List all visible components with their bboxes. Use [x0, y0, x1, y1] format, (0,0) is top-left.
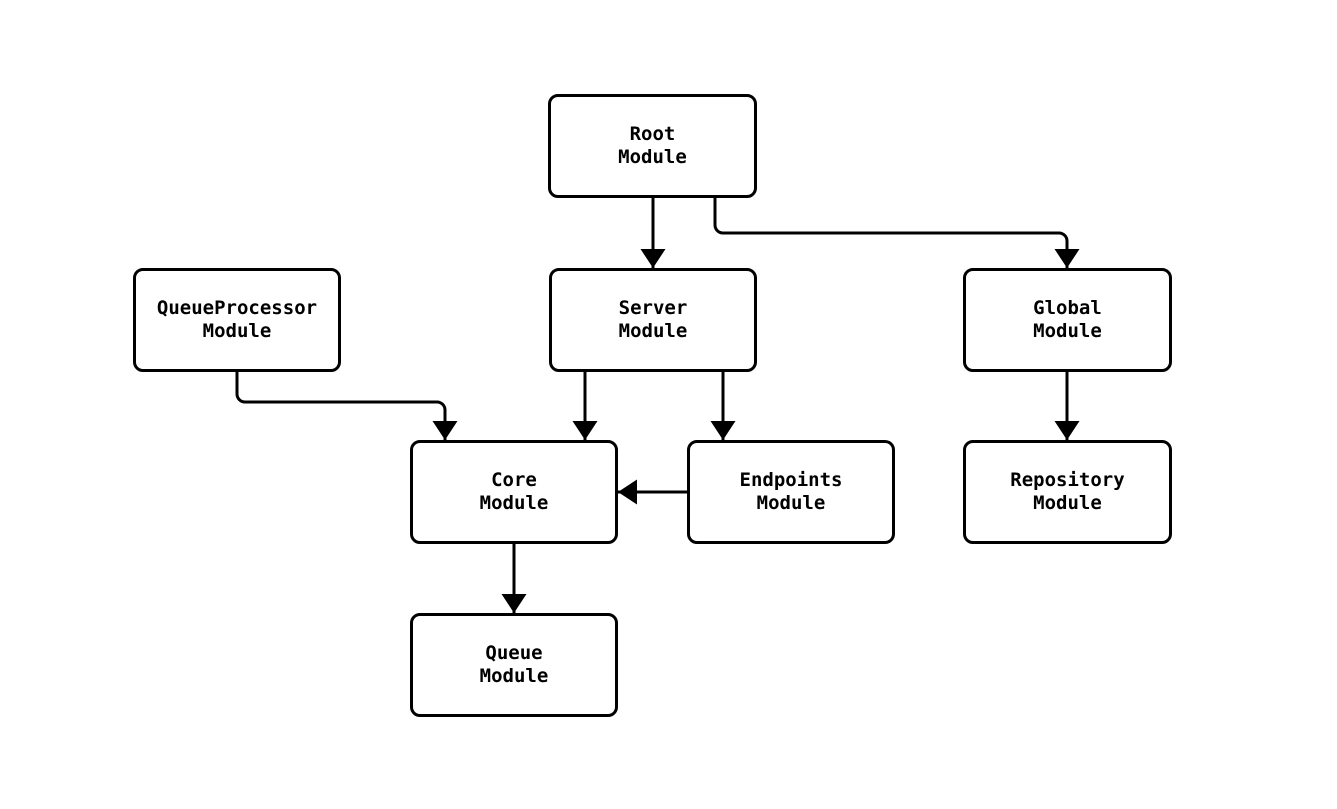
edge-queueprocessor-to-core [235, 372, 458, 440]
node-root-module: Root Module [548, 94, 757, 198]
node-label-line1: Repository [1010, 469, 1125, 491]
node-label-line2: Module [756, 492, 826, 514]
node-label-line2: Module [1033, 320, 1102, 342]
node-label-line1: Global [1033, 297, 1102, 319]
node-queueprocessor-module: QueueProcessor Module [133, 268, 341, 372]
node-label-line2: Module [618, 146, 687, 168]
node-label-line2: Module [1033, 492, 1102, 514]
node-label-line1: Endpoints [739, 469, 843, 491]
edge-root-to-global [713, 198, 1080, 268]
node-label-line1: Server [618, 297, 688, 319]
node-queue-module: Queue Module [410, 613, 618, 717]
node-core-module: Core Module [410, 440, 618, 544]
node-server-module: Server Module [549, 268, 757, 372]
node-label-line2: Module [479, 665, 549, 687]
node-global-module: Global Module [963, 268, 1172, 372]
node-label-line2: Module [479, 492, 549, 514]
node-endpoints-module: Endpoints Module [687, 440, 895, 544]
node-label-line1: Core [491, 469, 537, 491]
node-repository-module: Repository Module [963, 440, 1172, 544]
node-label-line1: Queue [485, 642, 543, 664]
node-label-line1: QueueProcessor [156, 297, 318, 319]
node-label-line1: Root [629, 123, 676, 145]
node-label-line2: Module [202, 320, 272, 342]
node-label-line2: Module [618, 320, 688, 342]
